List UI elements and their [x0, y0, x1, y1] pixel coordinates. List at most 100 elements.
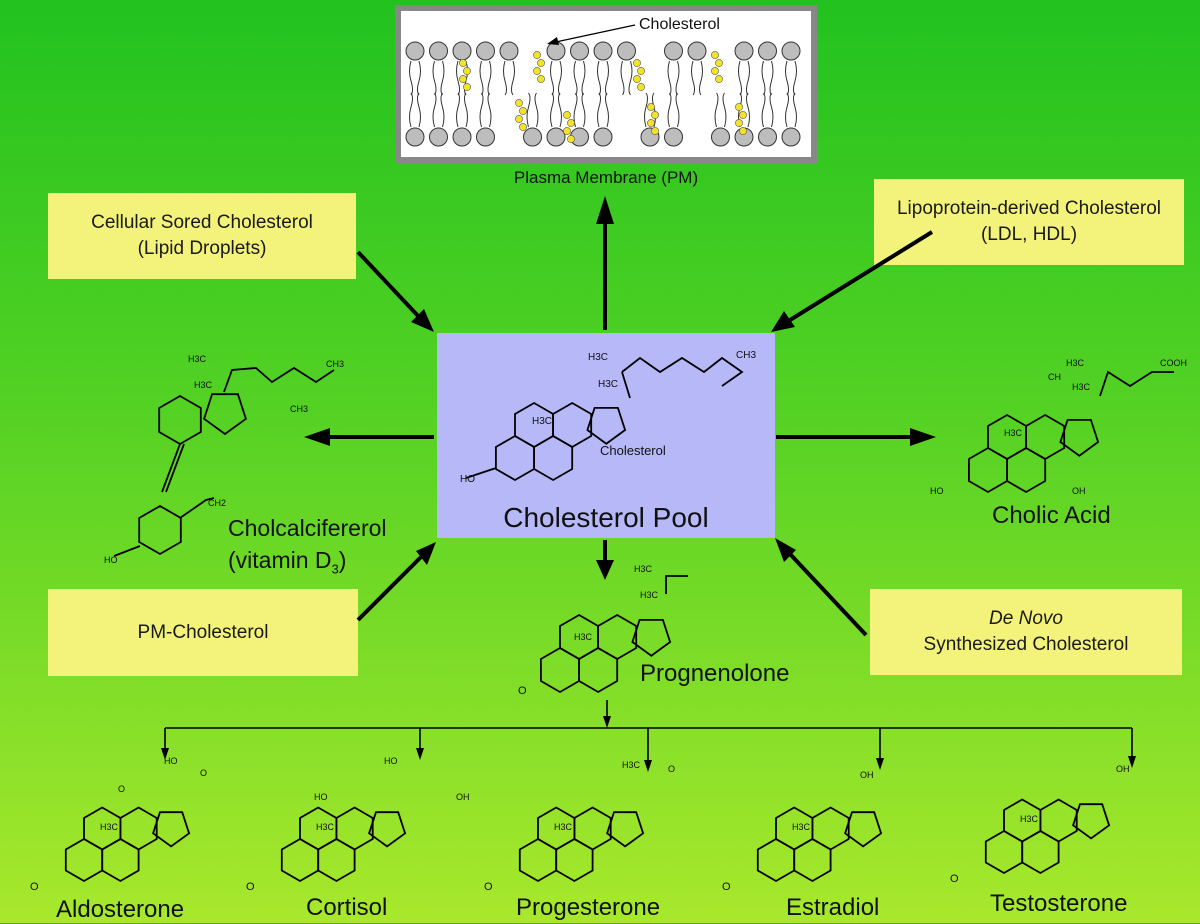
cholesterol-molecule [735, 119, 743, 127]
pool-h3c-c: H3C [532, 416, 552, 427]
cholesterol-molecule [735, 103, 743, 111]
cholesterol-structure [494, 401, 627, 482]
phospholipid-tail-top [409, 60, 421, 96]
phospholipid-head-top [405, 41, 425, 61]
denovo-label-italic: De Novo [989, 608, 1063, 629]
cholesterol-molecule [563, 127, 571, 135]
pm-cholesterol-box: PM-Cholesterol [48, 589, 358, 676]
phospholipid-tail-top [432, 60, 445, 96]
phospholipid-head-top [664, 41, 683, 61]
cholesterol-molecule [463, 67, 471, 75]
aldo-o-b: O [118, 784, 125, 794]
arrowhead-pm [416, 542, 436, 565]
phospholipid-tail-bottom [667, 92, 680, 128]
aldo-ho: HO [164, 756, 178, 766]
phospholipid-tail-bottom [479, 92, 492, 128]
cort-ho-a: HO [384, 756, 398, 766]
pm-cholesterol-label: PM-Cholesterol [137, 621, 269, 643]
arrowhead-cholic [910, 428, 936, 446]
pathway-arrows [322, 212, 934, 637]
cholesterol-molecule [715, 75, 723, 83]
cholesterol-molecule [637, 67, 645, 75]
denovo-cholesterol-box: De Novo Synthesized Cholesterol [870, 589, 1182, 675]
cholesterol-molecule [567, 135, 575, 143]
vitamin-d-subscript: 3 [331, 561, 339, 577]
phospholipid-tail-top [503, 60, 515, 96]
pregnenolone-structure [540, 613, 672, 694]
arrow-heads [304, 196, 936, 580]
phospholipid-head-top [781, 41, 801, 61]
vitd-h3c-b: H3C [194, 380, 213, 390]
cholesterol-molecule [459, 75, 467, 83]
vitd-ch2: CH2 [208, 498, 226, 508]
cholic-acid-structure [968, 413, 1100, 494]
lipid-bilayer-drawing: Cholesterol [405, 16, 801, 147]
cholic-side-chain [1099, 370, 1174, 397]
phospholipid-tail-bottom [761, 92, 774, 128]
phospholipid-head-top [758, 41, 777, 61]
phospholipid-head-top [429, 41, 448, 61]
cholesterol-molecule [563, 111, 571, 119]
vitd-h3c-a: H3C [188, 354, 207, 364]
arrow-from-lipoprotein [788, 230, 934, 322]
vitd-ch3-b: CH3 [290, 404, 308, 414]
cholesterol-pool-box: Cholesterol Pool [437, 333, 775, 538]
aldosterone-structure [64, 806, 191, 883]
vitamin-d-subtitle: (vitamin D3) [228, 544, 387, 586]
phospholipid-tail-top [761, 60, 774, 96]
aldosterone-structure-h3c: H3C [100, 822, 119, 832]
vitamin-d-label: Cholcalcifererol (vitamin D3) [228, 512, 387, 586]
phospholipid-tail-top [479, 60, 492, 96]
testosterone-structure [984, 798, 1111, 875]
phospholipid-head-bottom [758, 127, 777, 147]
arrowhead-membrane [596, 196, 614, 224]
testosterone-structure-h3c: H3C [1020, 814, 1039, 824]
cholesterol-molecule [515, 99, 523, 107]
vitd-ch3-a: CH3 [326, 359, 344, 369]
cort-oh: OH [456, 792, 470, 802]
arrowhead-pregnenolone [596, 560, 614, 580]
vitamin-d-name: Cholcalcifererol [228, 515, 387, 541]
pool-h3c-a: H3C [588, 352, 608, 363]
stored-cholesterol-line1: Cellular Sored Cholesterol [91, 212, 313, 233]
lipoprotein-cholesterol-box: Lipoprotein-derived Cholesterol (LDL, HD… [874, 179, 1184, 265]
cholesterol-molecule [537, 75, 545, 83]
pool-ho: HO [460, 474, 475, 485]
hormone-branch-lines [164, 700, 1133, 764]
cholesterol-molecule [647, 119, 655, 127]
cholic-cooh: COOH [1160, 358, 1187, 368]
cortisol-label: Cortisol [306, 894, 388, 921]
arrow-from-denovo [788, 552, 868, 637]
prog-h3c: H3C [622, 760, 641, 770]
phospholipid-head-bottom [476, 127, 495, 147]
cholesterol-molecule [711, 67, 719, 75]
cholesterol-side-chain-link [621, 371, 631, 399]
phospholipid-head-bottom [546, 127, 566, 147]
cholesterol-molecule [651, 111, 659, 119]
cholic-acid-label: Cholic Acid [992, 502, 1111, 529]
phospholipid-tail-top [550, 60, 562, 96]
phospholipid-tail-bottom [432, 92, 445, 128]
phospholipid-head-bottom [429, 127, 448, 147]
phospholipid-head-top [499, 41, 519, 61]
cholesterol-molecule [637, 83, 645, 91]
cholic-h3c-c: H3C [1004, 428, 1023, 438]
arrow-from-stored [356, 250, 422, 320]
cholesterol-molecule [739, 111, 747, 119]
phospholipid-head-bottom [593, 127, 613, 147]
aldo-o-a: O [200, 768, 207, 778]
phospholipid-tail-top [573, 60, 586, 96]
cholic-h3c-a: H3C [1066, 358, 1085, 368]
arrowhead-denovo [775, 538, 796, 562]
plasma-membrane-panel: Cholesterol [395, 5, 817, 163]
cholic-h3c-b: H3C [1072, 382, 1091, 392]
denovo-label: Synthesized Cholesterol [923, 634, 1129, 655]
pool-h3c-b: H3C [598, 379, 618, 390]
cholic-ho-a: HO [930, 486, 944, 496]
phospholipid-head-top [593, 41, 613, 61]
cholesterol-molecule [715, 59, 723, 67]
lipoprotein-line2: (LDL, HDL) [980, 224, 1078, 245]
cholesterol-ho-bond [465, 467, 497, 479]
